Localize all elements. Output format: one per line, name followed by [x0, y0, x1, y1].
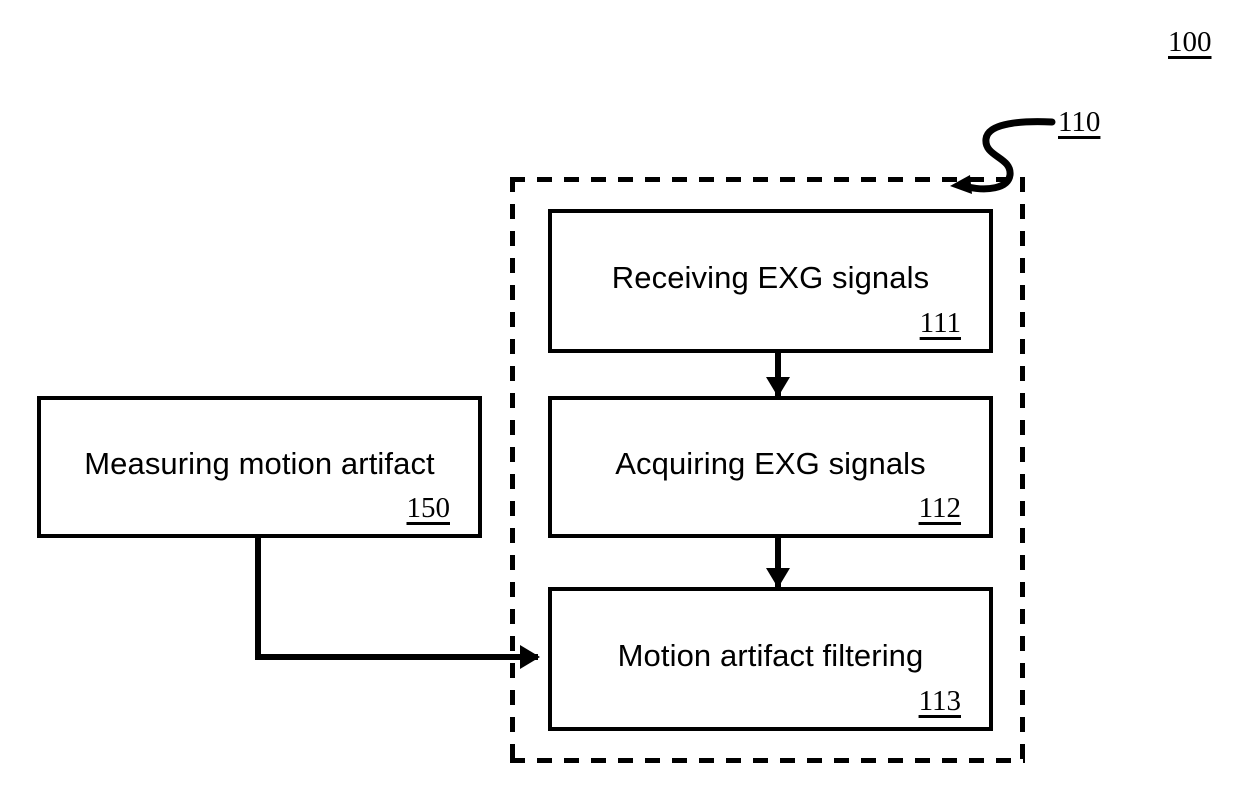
system-reference-label: 110	[1058, 106, 1101, 138]
process-box-title: Motion artifact filtering	[617, 638, 924, 674]
arrowhead-down-icon	[766, 377, 790, 397]
process-box-number: 150	[406, 492, 451, 524]
connector-112-to-113	[766, 538, 790, 588]
process-box-receiving-exg-signals[interactable]: Receiving EXG signals 111	[548, 209, 993, 353]
process-box-measuring-motion-artifact[interactable]: Measuring motion artifact 150	[37, 396, 482, 538]
process-box-number: 112	[918, 492, 961, 524]
process-box-title: Acquiring EXG signals	[615, 446, 926, 482]
connector-150-to-113-horizontal-segment	[255, 645, 540, 669]
process-box-title: Measuring motion artifact	[84, 446, 435, 482]
process-box-title: Receiving EXG signals	[611, 260, 930, 296]
process-box-acquiring-exg-signals[interactable]: Acquiring EXG signals 112	[548, 396, 993, 538]
arrowhead-right-icon	[520, 645, 540, 669]
connector-111-to-112	[766, 353, 790, 397]
process-box-motion-artifact-filtering[interactable]: Motion artifact filtering 113	[548, 587, 993, 731]
figure-number-label: 100	[1168, 26, 1212, 58]
process-box-number: 111	[919, 307, 961, 339]
connector-150-to-113-vertical-segment	[255, 538, 261, 660]
process-box-number: 113	[918, 685, 961, 717]
arrowhead-down-icon	[766, 568, 790, 588]
